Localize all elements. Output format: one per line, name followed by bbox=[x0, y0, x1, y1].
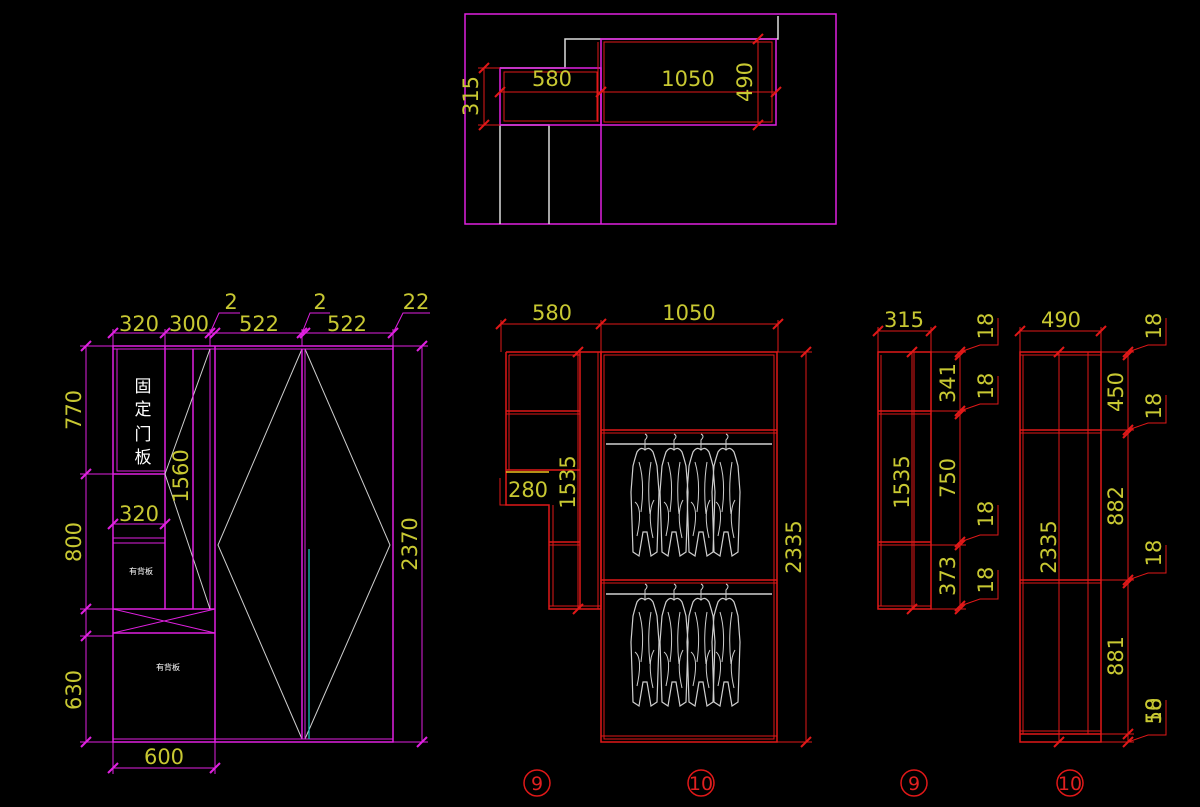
plan-dim-580: 580 bbox=[532, 67, 572, 91]
front-dim-1560: 1560 bbox=[169, 449, 193, 502]
section-10a-marker: 10 bbox=[689, 773, 713, 795]
front-dim-320-inner: 320 bbox=[119, 502, 159, 526]
plan-view: 580 1050 315 490 bbox=[459, 13, 837, 225]
section-9b-marker: 9 bbox=[908, 773, 920, 795]
plan-dim-1050: 1050 bbox=[661, 67, 714, 91]
section-10b-dim-r2: 18 bbox=[1142, 393, 1166, 420]
plan-dim-490: 490 bbox=[733, 62, 757, 102]
section-10b-dim-r6: 50 bbox=[1142, 698, 1166, 725]
section-9a-dim-1535: 1535 bbox=[556, 455, 580, 508]
section-10-right: 490 2335 18 450 18 882 18 881 50 18 10 bbox=[1014, 308, 1167, 797]
section-10a-dim-1050: 1050 bbox=[662, 301, 715, 325]
front-dim-2370: 2370 bbox=[398, 517, 422, 570]
front-dim-600: 600 bbox=[144, 745, 184, 769]
section-10b-dim-r1: 450 bbox=[1104, 372, 1128, 412]
garments-lower bbox=[630, 583, 741, 707]
section-9-right: 315 1535 18 341 18 750 18 373 18 9 bbox=[872, 308, 999, 797]
fixed-door-label-2: 定 bbox=[135, 400, 152, 420]
section-9b-dim-r0: 18 bbox=[974, 313, 998, 340]
front-dim-522a: 522 bbox=[239, 312, 279, 336]
section-9a-dim-280: 280 bbox=[508, 478, 548, 502]
section-10b-dim-r0: 18 bbox=[1142, 313, 1166, 340]
front-dim-gap-2a: 2 bbox=[224, 290, 237, 314]
section-9b-dim-r1: 341 bbox=[936, 363, 960, 403]
front-dim-320: 320 bbox=[119, 312, 159, 336]
section-9b-dim-r2: 18 bbox=[974, 373, 998, 400]
back-panel-label-1: 有背板 bbox=[129, 566, 153, 576]
section-10-left: 1050 2335 10 bbox=[600, 301, 812, 797]
section-9b-dim-r6: 18 bbox=[974, 567, 998, 594]
fixed-door-label-4: 板 bbox=[135, 448, 152, 468]
section-9b-dim-1535: 1535 bbox=[890, 455, 914, 508]
section-10b-marker: 10 bbox=[1058, 773, 1082, 795]
section-10b-dim-2335: 2335 bbox=[1037, 520, 1061, 573]
front-dim-800: 800 bbox=[62, 522, 86, 562]
plan-dim-315: 315 bbox=[459, 76, 483, 116]
front-elevation: 固 定 门 板 有背板 有背板 320 300 2 522 2 522 22 7… bbox=[62, 290, 430, 774]
fixed-door-label-3: 门 bbox=[135, 425, 152, 445]
section-10b-dim-r4: 18 bbox=[1142, 540, 1166, 567]
section-10b-dim-490: 490 bbox=[1041, 308, 1081, 332]
section-9-left: 580 280 1535 9 bbox=[495, 301, 784, 797]
section-9b-dim-r3: 750 bbox=[936, 458, 960, 498]
section-10a-dim-2335: 2335 bbox=[782, 520, 806, 573]
front-dim-300: 300 bbox=[169, 312, 209, 336]
front-dim-gap-2b: 2 bbox=[313, 290, 326, 314]
section-9b-dim-r4: 18 bbox=[974, 501, 998, 528]
section-10b-dim-r5: 881 bbox=[1104, 636, 1128, 676]
section-9b-dim-315: 315 bbox=[884, 308, 924, 332]
fixed-door-label-1: 固 bbox=[135, 377, 152, 397]
front-dim-522b: 522 bbox=[327, 312, 367, 336]
front-dim-630: 630 bbox=[62, 670, 86, 710]
section-9b-dim-r5: 373 bbox=[936, 556, 960, 596]
front-dim-770: 770 bbox=[62, 390, 86, 430]
section-10b-dim-r7: 18 bbox=[1142, 698, 1166, 725]
front-dim-22: 22 bbox=[403, 290, 430, 314]
garments-upper bbox=[630, 433, 741, 557]
section-9a-dim-580: 580 bbox=[532, 301, 572, 325]
back-panel-label-2: 有背板 bbox=[156, 662, 180, 672]
section-9a-marker: 9 bbox=[531, 773, 543, 795]
section-10b-dim-r3: 882 bbox=[1104, 486, 1128, 526]
